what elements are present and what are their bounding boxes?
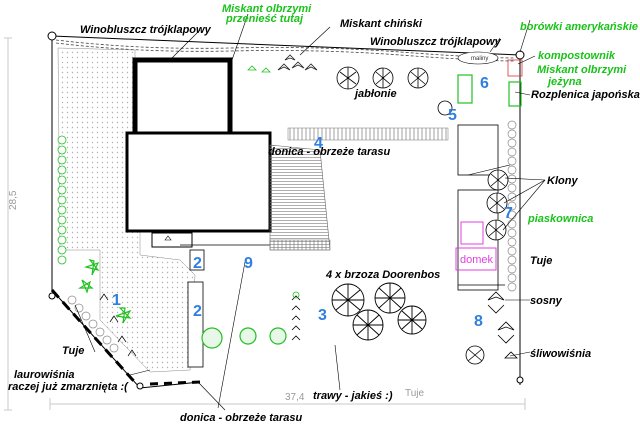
- zone-4: 4: [314, 135, 323, 152]
- dimension-lines: [4, 37, 526, 411]
- plant-labels: Winobluszcz trójklapowy Miskant olbrzymi…: [8, 3, 640, 424]
- zone-9: 9: [244, 255, 253, 272]
- thuja-hedge-left: [67, 295, 119, 353]
- label-przeniesc-tutaj: przenieść tutaj: [225, 13, 304, 25]
- top-hedge: [55, 39, 516, 62]
- apple-trees: [336, 66, 453, 116]
- label-brzoza: 4 x brzoza Doorenbos: [325, 269, 440, 281]
- terrace: [269, 127, 449, 251]
- zone-1: 1: [112, 292, 121, 309]
- grasses-top: [247, 54, 318, 73]
- green-shrubs: [77, 258, 287, 349]
- laurel-hedge: [57, 135, 67, 265]
- label-sliwowisnia: śliwowiśnia: [530, 348, 591, 360]
- maple-trees: [485, 169, 509, 241]
- zone-6: 6: [480, 75, 489, 92]
- zone-3: 3: [318, 307, 327, 324]
- label-jablonie: jabłonie: [353, 88, 397, 100]
- label-domek: domek: [460, 254, 494, 266]
- label-donica-bottom: donica - obrzeże tarasu: [180, 412, 303, 424]
- zone-5: 5: [448, 107, 457, 124]
- zone-8: 8: [474, 313, 483, 330]
- label-winobluszcz-top-left: Winobluszcz trójklapowy: [80, 24, 212, 36]
- dimension-width: 37,4: [285, 392, 305, 403]
- dimension-height: 28,5: [8, 190, 19, 210]
- label-miskant-chinski: Miskant chiński: [340, 18, 423, 30]
- leader-lines: [74, 13, 546, 411]
- label-miskant-jezyna-1: Miskant olbrzymi: [537, 64, 627, 76]
- label-laurowisnia-1: laurowiśnia: [14, 369, 75, 381]
- right-structure: [457, 124, 505, 291]
- label-miskant-jezyna-2: jeżyna: [546, 76, 582, 88]
- label-sosny: sosny: [530, 295, 563, 307]
- label-maliny: maliny: [471, 56, 488, 62]
- zone-7: 7: [504, 205, 513, 222]
- label-piaskownica: piaskownica: [527, 213, 593, 225]
- garden-boxes: [457, 51, 523, 107]
- label-winobluszcz-top-right: Winobluszcz trójklapowy: [370, 36, 502, 48]
- zone-2b: 2: [193, 303, 202, 320]
- thuja-hedge-right: [507, 120, 517, 292]
- label-miskant-olbrzymi: Miskant olbrzymi: [222, 3, 312, 15]
- birches: [331, 282, 427, 341]
- zone-2a: 2: [193, 255, 202, 272]
- house: [125, 57, 272, 248]
- label-tuje-right: Tuje: [530, 255, 552, 267]
- label-trawy: trawy - jakieś :): [313, 390, 393, 402]
- dimension-labels: 37,4 28,5: [8, 190, 305, 403]
- label-laurowisnia-2: raczej już zmarznięta :(: [8, 381, 129, 393]
- label-rozplenica: Rozplenica japońska: [531, 89, 640, 101]
- label-borowki: borówki amerykańskie: [520, 21, 638, 33]
- sandbox-playhouse: [455, 221, 497, 271]
- label-tuje-bottom: Tuje: [405, 388, 425, 399]
- label-donica-tarasu: donica - obrzeże tarasu: [268, 146, 391, 158]
- label-kompostownik: kompostownik: [538, 50, 616, 62]
- label-klony: Klony: [547, 175, 578, 187]
- grasses-mid: [291, 291, 301, 341]
- grass-tufts: [99, 293, 137, 357]
- plot-boundary: [47, 31, 525, 390]
- label-tuje-left: Tuje: [62, 345, 84, 357]
- zone-numbers: 1 2 2 3 4 5 6 7 8 9: [112, 75, 513, 330]
